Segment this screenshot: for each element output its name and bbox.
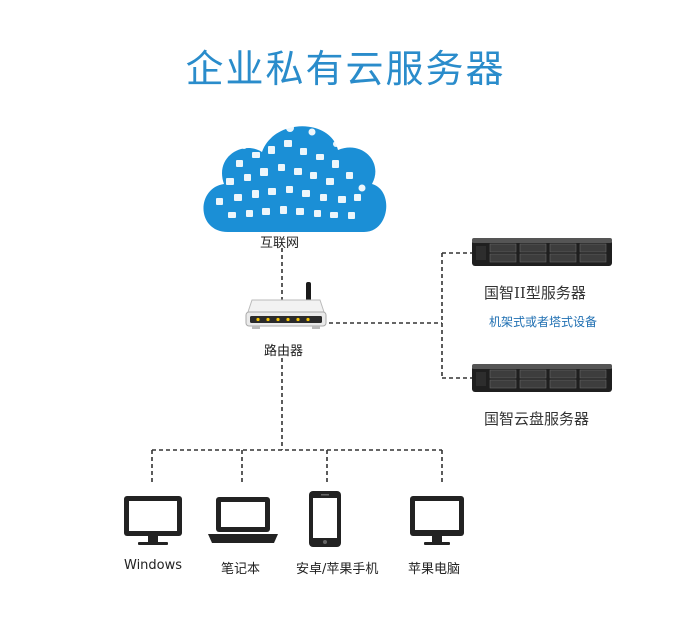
server1-label: 国智II型服务器 <box>484 284 586 302</box>
router-icon <box>245 282 327 329</box>
laptop-icon <box>208 497 278 543</box>
server1-note: 机架式或者塔式设备 <box>489 315 598 329</box>
client-label-phone: 安卓/苹果手机 <box>296 562 379 577</box>
internet-label: 互联网 <box>260 236 300 251</box>
cloud-icon <box>203 124 387 232</box>
connector-lines <box>151 248 472 482</box>
router-label: 路由器 <box>264 344 304 359</box>
page-title: 企业私有云服务器 <box>185 47 506 91</box>
client-label-windows: Windows <box>124 558 183 573</box>
imac-icon <box>410 496 464 545</box>
server2-label: 国智云盘服务器 <box>484 410 590 428</box>
client-label-laptop: 笔记本 <box>221 562 261 577</box>
smartphone-icon <box>309 491 341 547</box>
client-label-mac: 苹果电脑 <box>408 562 461 577</box>
rack-server-2-icon <box>472 364 612 392</box>
rack-server-1-icon <box>472 238 612 266</box>
desktop-monitor-icon <box>124 496 182 545</box>
